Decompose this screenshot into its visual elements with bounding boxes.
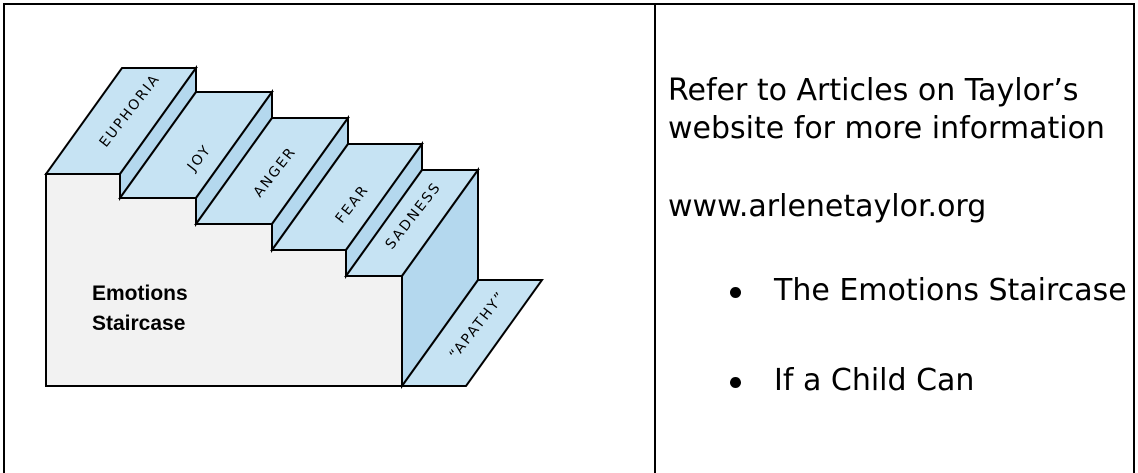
article-link-emotions-staircase[interactable]: The Emotions Staircase [774, 273, 1127, 308]
bullet-icon [730, 287, 741, 298]
table-border-left [3, 3, 5, 473]
website-url[interactable]: www.arlenetaylor.org [668, 188, 1128, 226]
list-item[interactable]: If a Child Can [668, 362, 1128, 400]
info-text: Refer to Articles on Taylor’s website fo… [668, 72, 1128, 148]
staircase-svg: EUPHORIA JOY ANGER FEAR SADNESS “APATHY”… [10, 12, 650, 462]
article-link-if-a-child-can[interactable]: If a Child Can [774, 363, 974, 398]
table-border-top [3, 3, 1135, 5]
table-border-right [1133, 3, 1135, 473]
diagram-title-line2: Staircase [92, 312, 185, 335]
table-column-divider [654, 3, 656, 473]
info-cell: Refer to Articles on Taylor’s website fo… [668, 72, 1128, 400]
list-item[interactable]: The Emotions Staircase [668, 272, 1128, 310]
bullet-icon [730, 377, 741, 388]
diagram-title-line1: Emotions [92, 282, 188, 305]
article-list: The Emotions Staircase If a Child Can [668, 272, 1128, 400]
staircase-diagram: EUPHORIA JOY ANGER FEAR SADNESS “APATHY”… [10, 12, 650, 462]
